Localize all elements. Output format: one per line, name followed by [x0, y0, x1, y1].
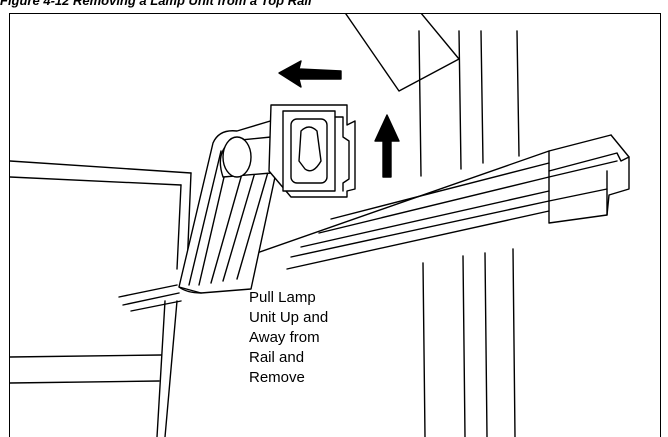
callout-line: Unit Up and	[249, 309, 329, 326]
instruction-callout: Pull Lamp Unit Up and Away from Rail and…	[249, 288, 389, 388]
callout-line: Away from	[249, 329, 320, 346]
arrow-left-icon	[278, 60, 342, 88]
arrow-up-icon	[374, 114, 400, 178]
top-bracket	[345, 14, 460, 92]
callout-line: Pull Lamp	[249, 289, 316, 306]
lamp-removal-illustration	[10, 14, 630, 437]
callout-line: Remove	[249, 369, 305, 386]
lamp-connector	[268, 104, 356, 198]
callout-line: Rail and	[249, 349, 305, 366]
figure-caption-text: Figure 4-12 Removing a Lamp Unit from a …	[0, 0, 312, 8]
vertical-post-lower	[422, 248, 516, 437]
figure-caption: Figure 4-12 Removing a Lamp Unit from a …	[0, 0, 668, 14]
lamp-unit	[178, 118, 288, 294]
vertical-post-upper	[418, 30, 520, 177]
illustration-frame: Pull Lamp Unit Up and Away from Rail and…	[9, 13, 661, 437]
left-cabinet	[10, 160, 192, 437]
top-rail	[210, 134, 630, 270]
